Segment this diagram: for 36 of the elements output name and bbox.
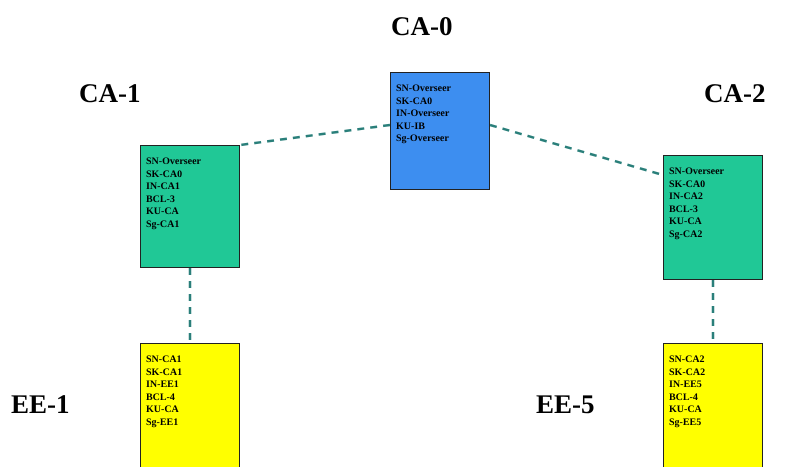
field-text: KU-CA: [146, 404, 180, 416]
node-heading: EE-1: [11, 389, 70, 420]
field-text: SN-Overseer: [146, 156, 202, 168]
node-heading: CA-2: [704, 78, 766, 109]
field-text: IN-CA1: [146, 181, 181, 194]
field-text: KU-CA: [669, 216, 703, 228]
node-heading: CA-0: [391, 11, 452, 42]
field-text: KU-IB: [396, 120, 426, 133]
field-text: BCL-4: [146, 392, 176, 404]
field-text: SK-CA2: [669, 366, 706, 379]
node-heading: CA-1: [79, 78, 140, 109]
field-text: BCL-3: [669, 204, 699, 216]
field-text: SN-Overseer: [669, 166, 725, 178]
field-text: IN-EE5: [669, 379, 703, 392]
field-text: SN-CA1: [146, 354, 183, 366]
field-text: Sg-EE5: [669, 416, 702, 429]
field-text: BCL-3: [146, 194, 176, 206]
dashed-connector: [188, 268, 192, 343]
dashed-connector: [240, 124, 390, 146]
field-text: SK-CA1: [146, 366, 184, 379]
field-text: KU-CA: [669, 404, 703, 416]
field-text: Sg-CA1: [146, 218, 180, 231]
node-heading: EE-5: [536, 389, 595, 420]
field-text: KU-CA: [146, 206, 180, 218]
field-text: SK-CA0: [396, 96, 434, 108]
field-text: Sg-CA2: [669, 228, 704, 241]
field-text: BCL-4: [669, 392, 699, 404]
field-text: SK-CA0: [669, 178, 706, 191]
field-text: IN-CA2: [669, 191, 704, 204]
field-text: IN-EE1: [146, 379, 180, 392]
field-text: SN-Overseer: [396, 83, 452, 96]
field-text: Sg-Overseer: [396, 133, 450, 146]
field-text: IN-Overseer: [396, 108, 450, 120]
field-text: SN-CA2: [669, 354, 706, 366]
field-text: Sg-EE1: [146, 416, 180, 429]
field-text: SK-CA0: [146, 168, 184, 181]
